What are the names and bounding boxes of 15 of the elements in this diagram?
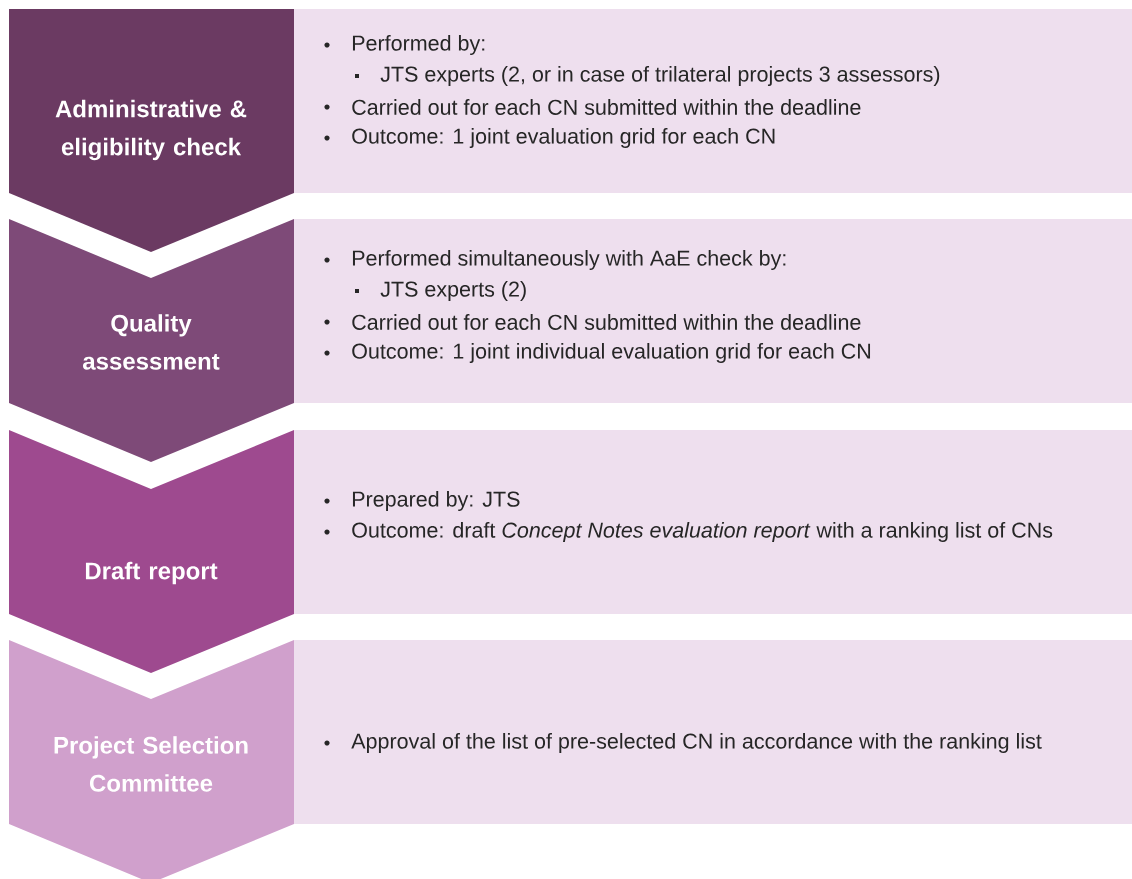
process-step: Draft report <box>9 430 294 673</box>
bullet-item: Prepared by: JTS <box>324 491 520 511</box>
process-step: Administrative & eligibility check <box>9 9 294 252</box>
bullet-item: Carried out for each CN submitted within the deadline <box>324 99 861 115</box>
bullet-item: Carried out for each CN submitted within the deadline <box>324 314 861 330</box>
bullet-item: Outcome: 1 joint individual evaluation grid for each CN <box>324 343 870 364</box>
bullet-item: Outcome: draft Concept Notes evaluation report with a ranking list of CNs <box>324 522 1053 543</box>
bullet-item: Performed simultaneously with AaE check by: <box>324 250 786 271</box>
process-step: Quality assessment <box>9 219 294 462</box>
bullet-item: Approval of the list of pre-selected CN in accordance with the ranking list <box>324 733 1042 753</box>
process-step: Project Selection Committee <box>9 640 294 879</box>
bullet-item: Performed by: <box>324 35 485 56</box>
bullet-item: Outcome: 1 joint evaluation grid for each CN <box>324 128 775 149</box>
bullet-item: JTS experts (2, or in case of trilateral projects 3 assessors) <box>355 66 940 87</box>
bullet-item: JTS experts (2) <box>355 281 526 302</box>
